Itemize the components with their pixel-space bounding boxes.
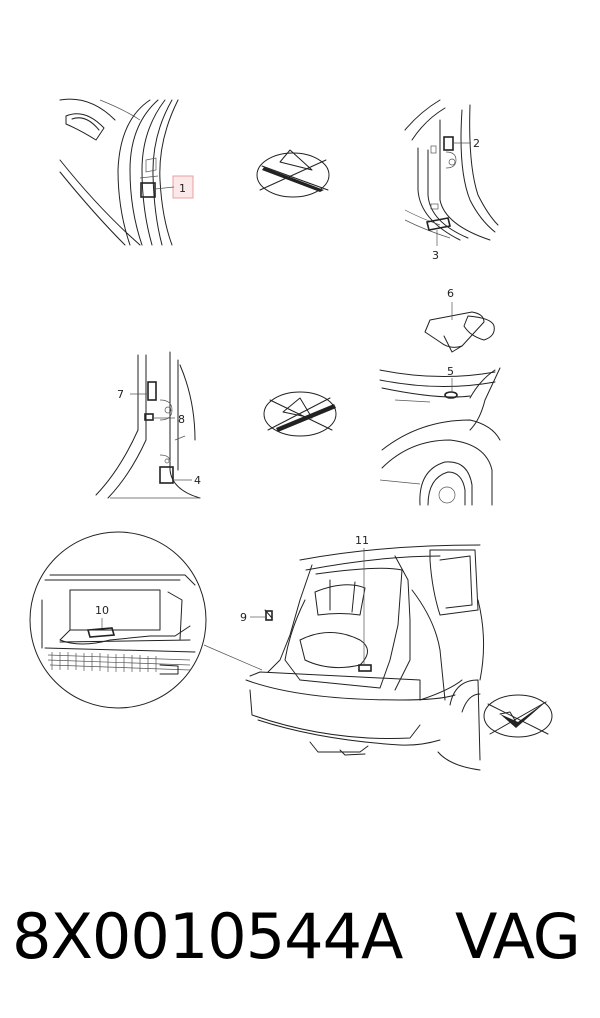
label-position-7 <box>147 381 157 401</box>
callout-5: 5 <box>447 365 454 378</box>
label-position-1 <box>140 182 156 198</box>
panel-pillar-left-middle <box>95 351 201 499</box>
label-position-4 <box>159 466 174 484</box>
view-symbol-1 <box>256 149 330 198</box>
callout-4: 4 <box>194 474 201 487</box>
callout-7: 7 <box>117 388 124 401</box>
label-position-8 <box>144 413 154 421</box>
callout-10: 10 <box>95 604 109 617</box>
car-rear-view <box>245 544 485 771</box>
callout-1: 1 <box>179 182 186 195</box>
label-position-2 <box>443 136 454 151</box>
panel-pillar-right-top <box>404 99 499 241</box>
callout-2: 2 <box>473 137 480 150</box>
brand-name: VAG <box>455 900 581 973</box>
callout-6: 6 <box>447 287 454 300</box>
label-position-3 <box>426 217 451 231</box>
view-symbol-3 <box>483 694 553 738</box>
panel-pillar-left-top <box>59 98 179 246</box>
label-position-10 <box>86 627 116 638</box>
label-position-5 <box>444 391 458 399</box>
label-position-11 <box>358 664 372 672</box>
callout-3: 3 <box>432 249 439 262</box>
callout-9: 9 <box>240 611 247 624</box>
caption: 8X0010544A VAG <box>0 892 600 982</box>
parts-diagram: 1 2 3 <box>29 98 553 771</box>
part-number: 8X0010544A <box>12 900 403 973</box>
callout-11: 11 <box>355 534 369 547</box>
view-symbol-2 <box>263 391 337 437</box>
callout-8: 8 <box>178 413 185 426</box>
label-position-9 <box>265 610 273 621</box>
detail-magnifier <box>29 531 207 709</box>
panel-front-fender <box>379 311 501 506</box>
